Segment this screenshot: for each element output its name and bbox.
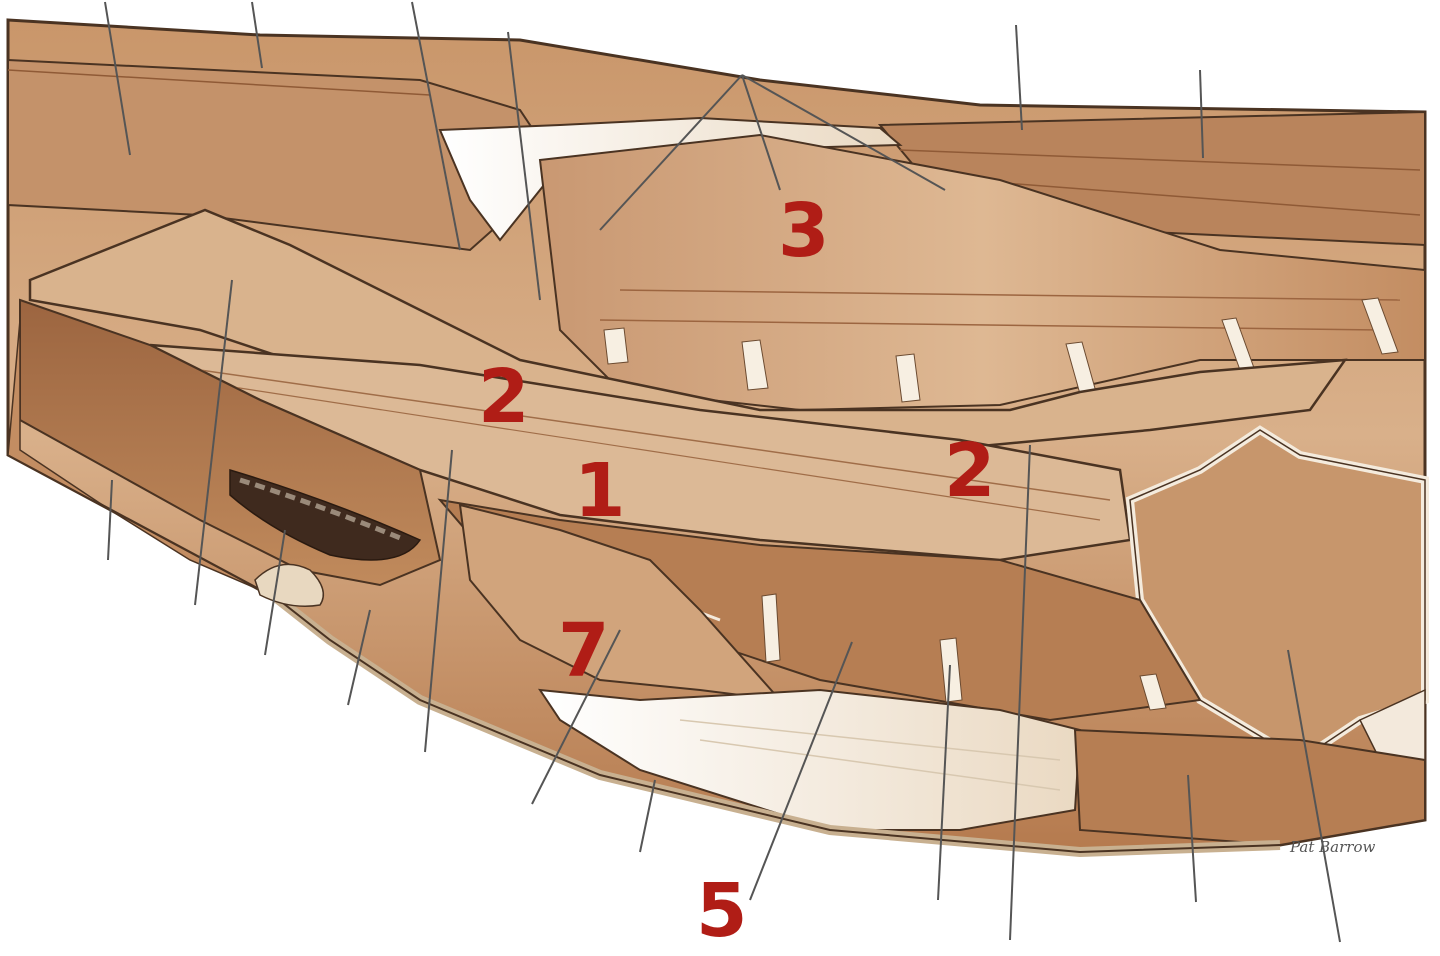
label-5: 5 bbox=[696, 868, 748, 954]
leader-lines bbox=[104, 1, 1341, 943]
label-7: 7 bbox=[558, 608, 610, 694]
artist-signature: Pat Barrow bbox=[1289, 838, 1375, 856]
label-2-right: 2 bbox=[944, 428, 996, 514]
label-2-left: 2 bbox=[478, 354, 530, 440]
label-3: 3 bbox=[778, 188, 830, 274]
tendon-sheet-bottom bbox=[537, 688, 1426, 847]
upper-muscle-band bbox=[7, 58, 1426, 252]
tendinous-stripes-upper bbox=[603, 297, 1399, 403]
muscle-3 bbox=[538, 133, 1426, 412]
muscle-1-long bbox=[149, 343, 1132, 562]
label-1: 1 bbox=[574, 448, 626, 534]
bottom-edge bbox=[254, 563, 1281, 858]
left-deep-region bbox=[7, 298, 442, 591]
tendinous-stripes-lower bbox=[761, 593, 1167, 711]
